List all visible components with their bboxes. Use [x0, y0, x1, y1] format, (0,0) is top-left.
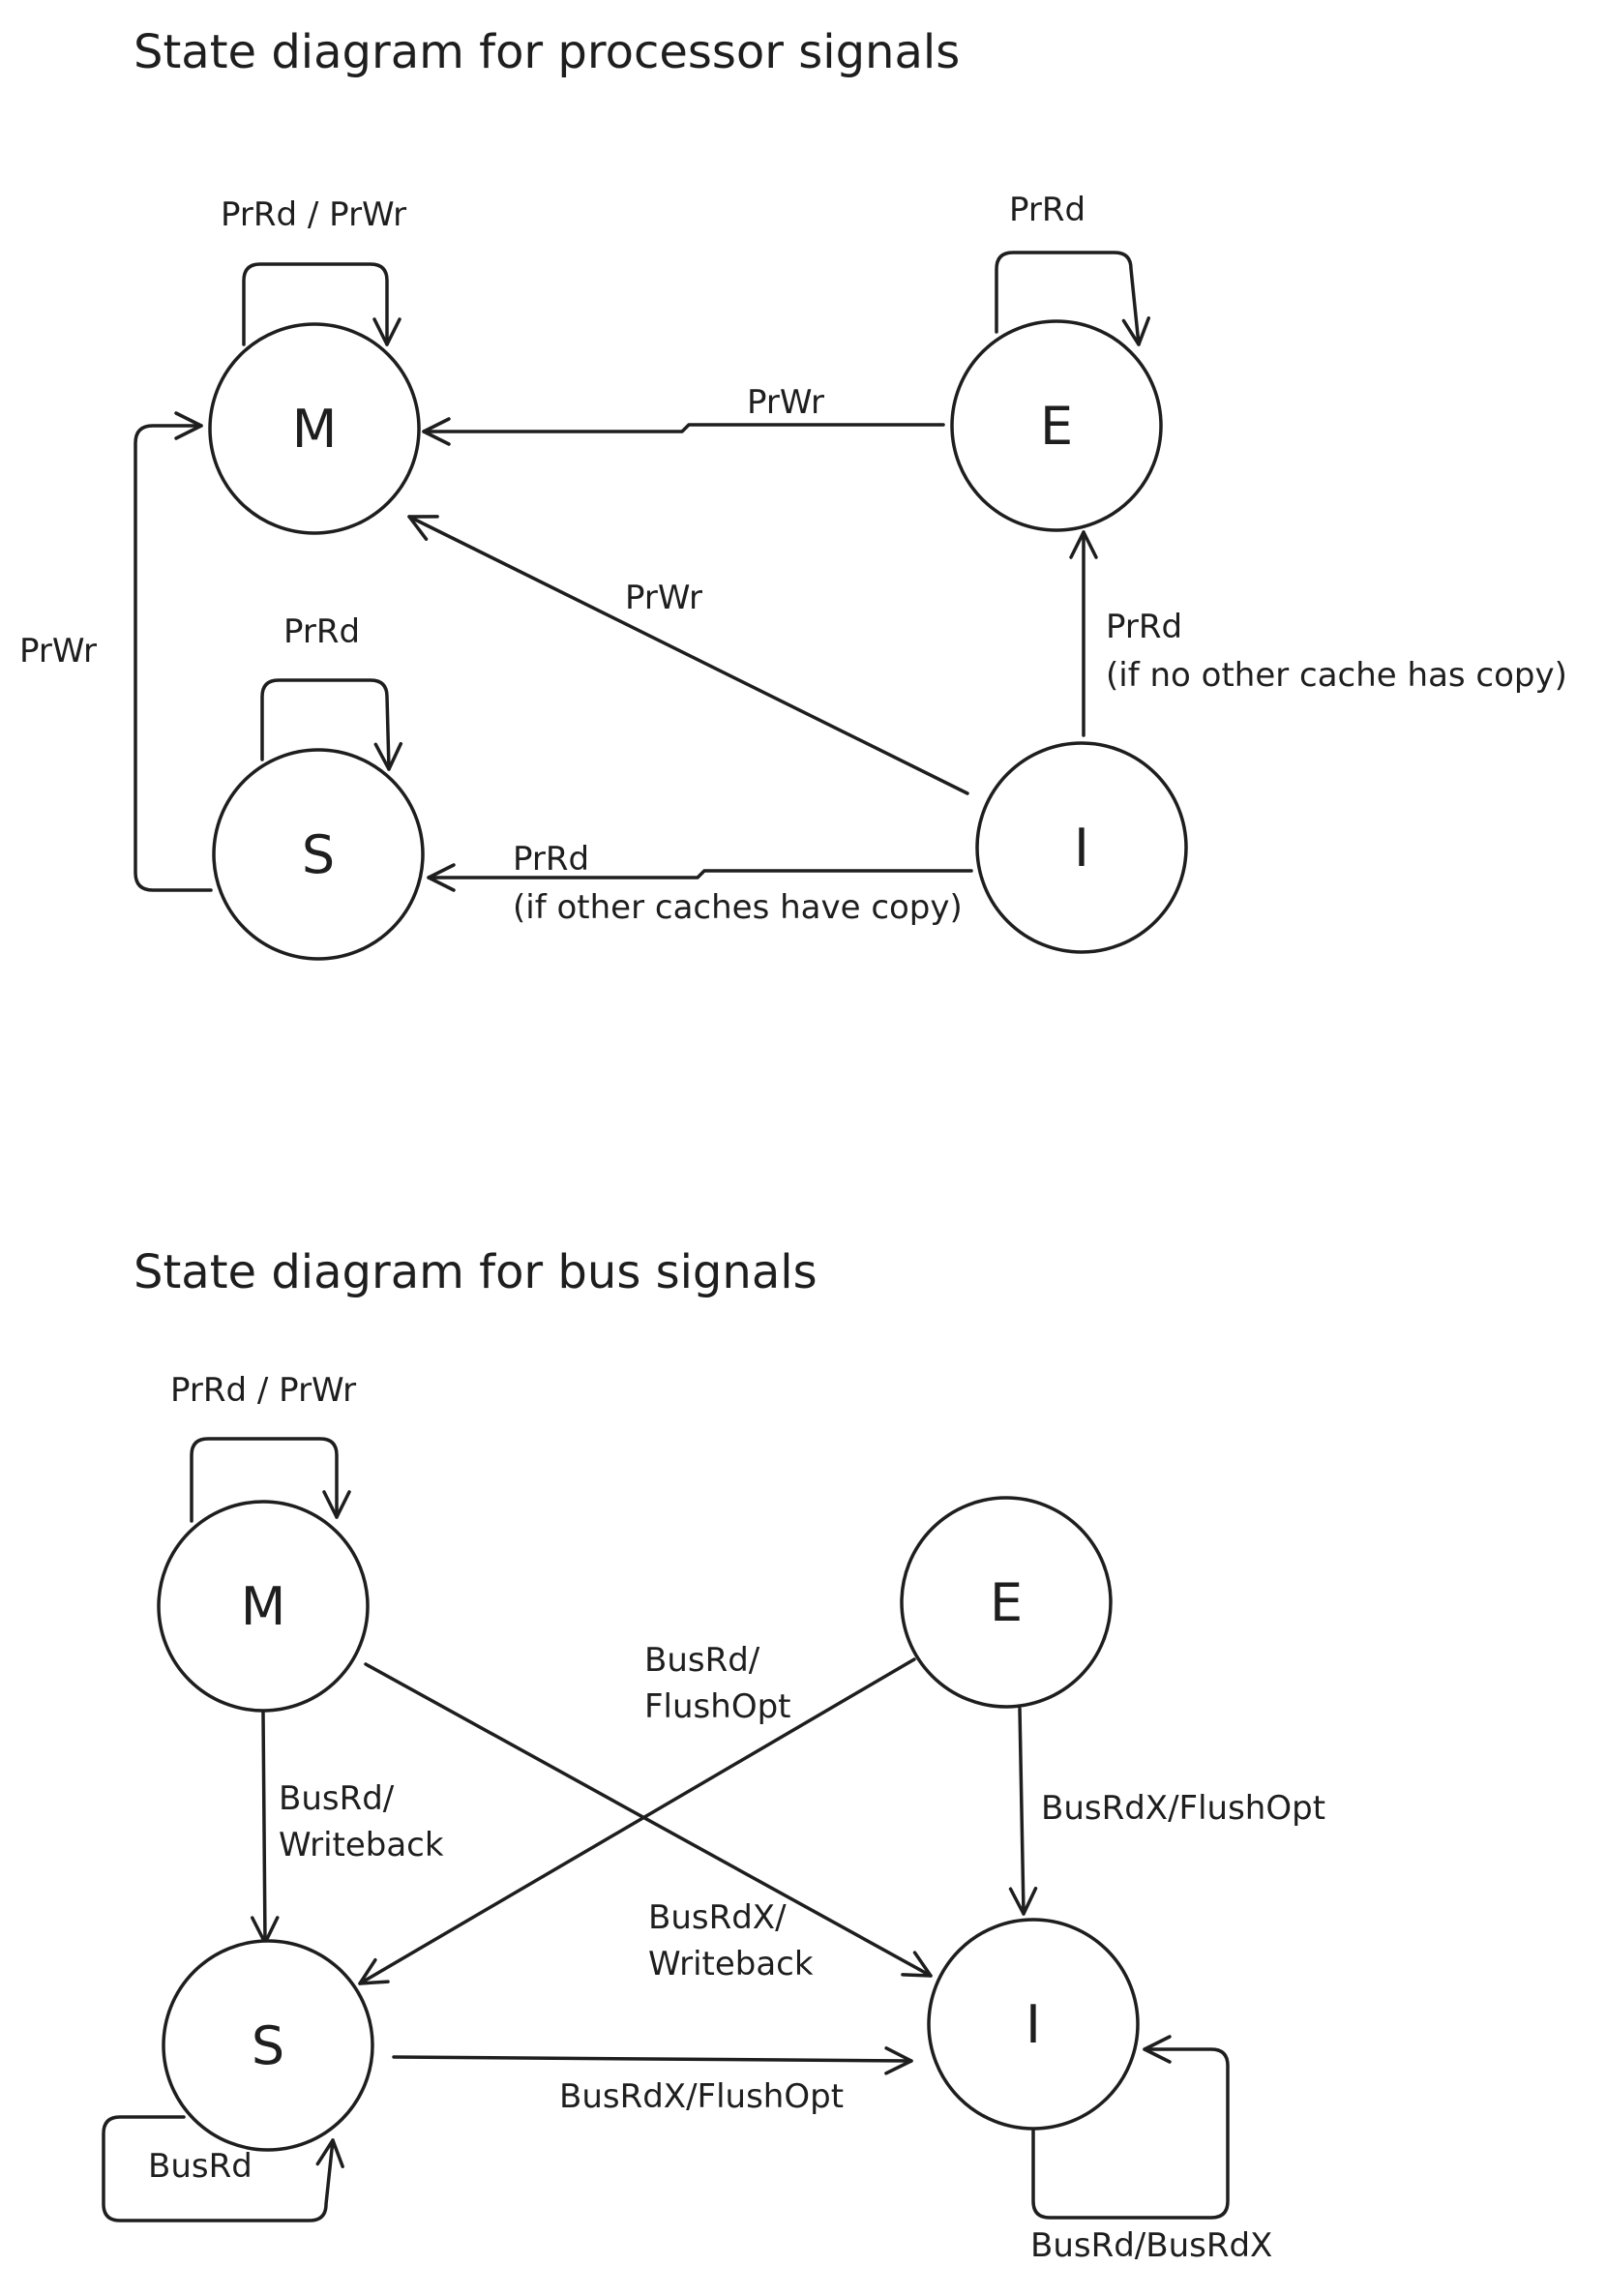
label-m-self: PrRd / PrWr: [221, 195, 406, 234]
processor-diagram: State diagram for processor signals M E …: [19, 25, 1567, 961]
label-i-to-e-line1: PrRd: [1106, 608, 1182, 646]
edge-s-to-m: [134, 411, 213, 892]
bus-diagram-title: State diagram for bus signals: [134, 1245, 818, 1299]
label-e-self: PrRd: [1009, 191, 1086, 229]
bus-state-m-label: M: [241, 1576, 286, 1637]
edge-bus-m-to-i: [364, 1662, 933, 1978]
label-s-self: PrRd: [283, 612, 360, 651]
label-e-to-m: PrWr: [747, 383, 824, 422]
edge-s-self-loop: [260, 678, 403, 771]
bus-state-e: E: [900, 1496, 1113, 1709]
label-bus-m-to-i-line1: BusRdX/: [648, 1898, 787, 1937]
label-bus-m-self: PrRd / PrWr: [170, 1371, 356, 1410]
state-e-label: E: [1040, 396, 1073, 457]
state-s-circle: [212, 748, 425, 961]
edge-i-to-s: [427, 863, 973, 892]
bus-state-e-circle: [900, 1496, 1113, 1709]
state-m-circle: [208, 322, 421, 535]
bus-diagram: State diagram for bus signals M E S I Pr…: [102, 1245, 1325, 2265]
label-s-to-m: PrWr: [19, 632, 97, 671]
bus-state-e-label: E: [990, 1572, 1023, 1633]
edge-e-self-loop: [995, 251, 1151, 346]
bus-state-s-circle: [162, 1939, 374, 2152]
bus-state-i-label: I: [1026, 1994, 1041, 2055]
state-s: S: [212, 748, 425, 961]
edge-m-self-loop: [242, 262, 402, 346]
edge-bus-e-to-i: [1008, 1707, 1038, 1916]
edge-bus-s-self-loop: [102, 2115, 344, 2222]
label-i-to-m: PrWr: [625, 579, 702, 617]
state-i-circle: [975, 741, 1188, 954]
bus-state-i-circle: [927, 1918, 1140, 2131]
edge-bus-s-to-i: [392, 2046, 913, 2075]
bus-state-i: I: [927, 1918, 1140, 2131]
state-e: E: [950, 319, 1163, 532]
edge-bus-m-self-loop: [190, 1437, 351, 1523]
label-i-to-s-line2: (if other caches have copy): [513, 888, 963, 927]
label-bus-s-self: BusRd: [148, 2147, 253, 2186]
edge-bus-i-self-loop: [1031, 2035, 1230, 2220]
label-bus-e-to-s-line1: BusRd/: [644, 1641, 760, 1680]
bus-state-s: S: [162, 1939, 374, 2152]
label-bus-i-self: BusRd/BusRdX: [1030, 2226, 1272, 2265]
state-e-circle: [950, 319, 1163, 532]
state-i: I: [975, 741, 1188, 954]
label-i-to-s-line1: PrRd: [513, 840, 589, 879]
state-s-label: S: [302, 824, 335, 885]
label-bus-s-to-i: BusRdX/FlushOpt: [559, 2077, 844, 2116]
bus-state-m-circle: [157, 1500, 370, 1713]
state-m-label: M: [292, 399, 338, 460]
state-i-label: I: [1074, 818, 1089, 879]
label-i-to-e-line2: (if no other cache has copy): [1106, 656, 1567, 695]
bus-state-m: M: [157, 1500, 370, 1713]
label-bus-m-to-s-line2: Writeback: [279, 1826, 444, 1864]
label-bus-m-to-s-line1: BusRd/: [279, 1779, 395, 1818]
edge-bus-m-to-s: [251, 1711, 280, 1945]
edge-bus-e-to-s: [358, 1657, 916, 1985]
edge-i-to-m: [407, 515, 969, 795]
state-m: M: [208, 322, 421, 535]
label-bus-e-to-s-line2: FlushOpt: [644, 1687, 791, 1726]
processor-diagram-title: State diagram for processor signals: [134, 25, 960, 79]
label-bus-m-to-i-line2: Writeback: [648, 1945, 814, 1983]
label-bus-e-to-i: BusRdX/FlushOpt: [1041, 1789, 1325, 1828]
bus-state-s-label: S: [252, 2015, 284, 2076]
edge-e-to-m: [422, 417, 945, 446]
